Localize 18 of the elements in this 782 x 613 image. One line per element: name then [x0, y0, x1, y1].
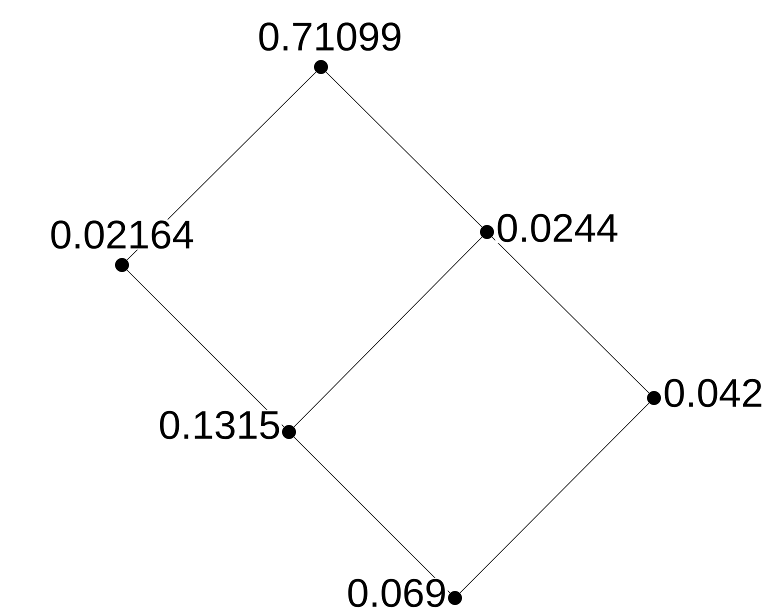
vertex-dot: [480, 225, 494, 239]
edge-line: [294, 436, 450, 594]
edge-line: [326, 72, 482, 228]
vertex-label: 0.02164: [48, 219, 196, 250]
edge-line: [460, 402, 650, 594]
vertex-label: 0.042: [662, 378, 764, 408]
vertex-dot: [282, 425, 296, 439]
edge-line: [126, 270, 284, 428]
vertex-dot: [115, 258, 129, 272]
vertex-dot: [647, 391, 661, 405]
vertex-label: 0.71099: [256, 21, 404, 52]
edge-line: [492, 236, 650, 394]
vertex-label: 0.1315: [157, 410, 282, 440]
edge-line: [294, 236, 482, 428]
vertex-label: 0.069: [346, 578, 448, 608]
vertex-dot: [448, 591, 462, 605]
vertex-label: 0.0244: [495, 212, 620, 244]
vertex-dot: [314, 60, 328, 74]
